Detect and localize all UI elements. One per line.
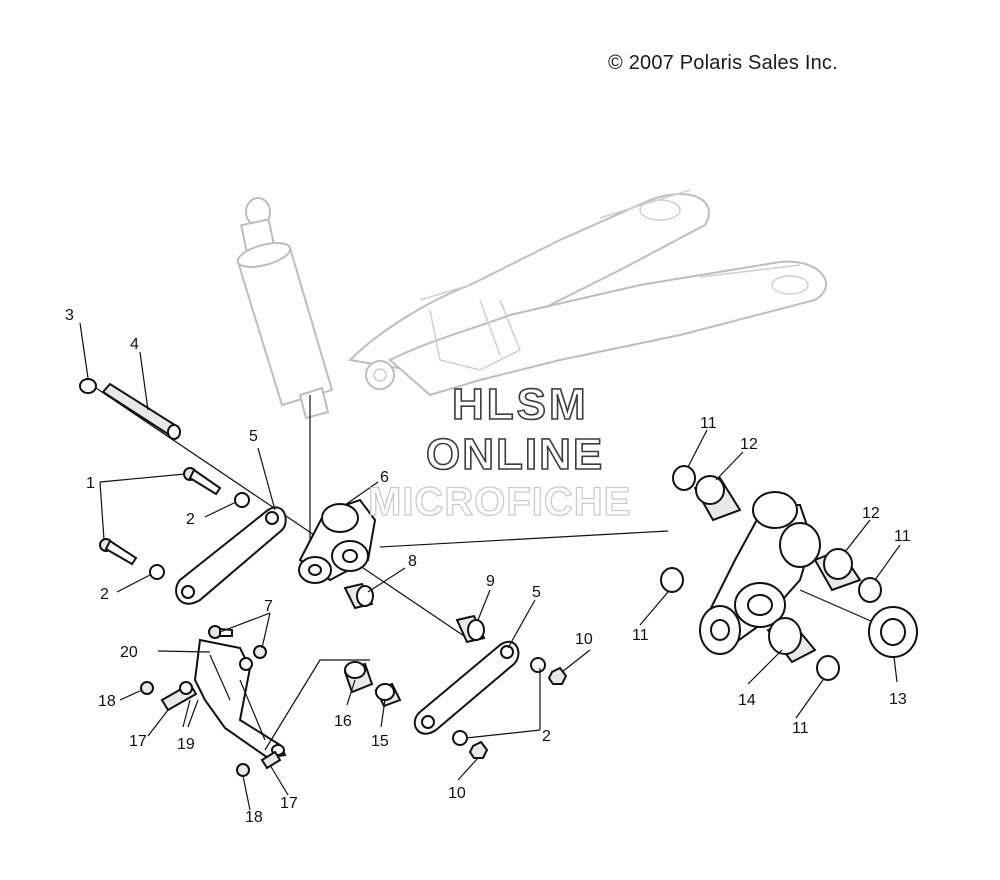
- bolt-part: [253, 645, 267, 659]
- callout-label: 12: [740, 436, 758, 453]
- bushing-part: [455, 614, 486, 644]
- callout-label: 11: [700, 415, 717, 432]
- callout-label: 15: [371, 733, 389, 750]
- stud-part: [260, 750, 282, 770]
- bushing-part: [343, 582, 374, 610]
- callout-label: 5: [249, 428, 258, 445]
- nut-part: [547, 666, 568, 685]
- callout-label: 10: [575, 631, 593, 648]
- stud-part: [160, 681, 198, 712]
- seal-ring-part: [816, 655, 840, 681]
- callout-labels: 1 2 2 3 4 5 6 7 8 9 5 10 2 10 11 12 12 1…: [65, 307, 911, 826]
- bearing-part: [868, 606, 918, 658]
- rocker-arm-part: [698, 491, 821, 655]
- callout-label: 16: [334, 713, 352, 730]
- retaining-ring-part: [79, 378, 97, 394]
- bushing-part: [374, 682, 402, 708]
- callout-label: 10: [448, 785, 466, 802]
- callout-label: 11: [632, 627, 649, 644]
- assembly-axis: [379, 530, 669, 548]
- watermark-line: MICROFICHE: [367, 479, 632, 524]
- bolt-part: [99, 538, 138, 566]
- bolt-part: [208, 625, 233, 639]
- callout-label: 4: [130, 336, 139, 353]
- callout-label: 11: [792, 720, 809, 737]
- watermark-line: HLSM: [451, 379, 589, 430]
- callout-label: 9: [486, 573, 495, 590]
- cap-part: [236, 763, 250, 777]
- assembly-axis: [799, 589, 881, 626]
- callout-label: 18: [98, 693, 116, 710]
- callout-label: 14: [738, 692, 756, 709]
- callout-label: 2: [542, 728, 551, 745]
- bushing-part: [343, 661, 374, 694]
- callout-label: 8: [408, 553, 417, 570]
- bolt-part: [183, 467, 222, 496]
- washer-part: [452, 730, 468, 746]
- callout-label: 2: [186, 511, 195, 528]
- callout-label: 18: [245, 809, 263, 826]
- cap-part: [140, 681, 154, 695]
- callout-label: 7: [264, 598, 273, 615]
- washer-part: [530, 657, 546, 673]
- watermark-line: ONLINE: [425, 429, 605, 480]
- callout-label: 6: [380, 469, 389, 486]
- bushing-part: [766, 617, 817, 664]
- bracket-part: [193, 638, 287, 760]
- link-plate-part: [413, 640, 520, 735]
- callout-label: 1: [86, 475, 95, 492]
- link-plate-part: [175, 506, 287, 605]
- callout-label: 12: [862, 505, 880, 522]
- callout-label: 13: [889, 691, 907, 708]
- pivot-pin-part: [101, 382, 181, 440]
- callout-label: 3: [65, 307, 74, 324]
- callout-label: 20: [120, 644, 138, 661]
- seal-ring-part: [660, 567, 684, 593]
- copyright-notice: © 2007 Polaris Sales Inc.: [608, 52, 838, 74]
- callout-label: 2: [100, 586, 109, 603]
- bushing-part: [693, 475, 742, 522]
- callout-label: 17: [280, 795, 298, 812]
- rocker-arm-part: [298, 498, 377, 584]
- swingarm-ghost: [347, 189, 827, 397]
- callout-label: 17: [129, 733, 147, 750]
- callout-label: 5: [532, 584, 541, 601]
- seal-ring-part: [672, 465, 696, 491]
- washer-part: [149, 564, 165, 580]
- seal-ring-part: [858, 577, 882, 603]
- bushing-part: [813, 548, 862, 592]
- callout-label: 11: [894, 528, 911, 545]
- nut-part: [468, 740, 489, 759]
- leader-lines: [79, 322, 901, 811]
- callout-label: 19: [177, 736, 195, 753]
- washer-part: [234, 492, 250, 508]
- shock-absorber-ghost: [236, 197, 334, 420]
